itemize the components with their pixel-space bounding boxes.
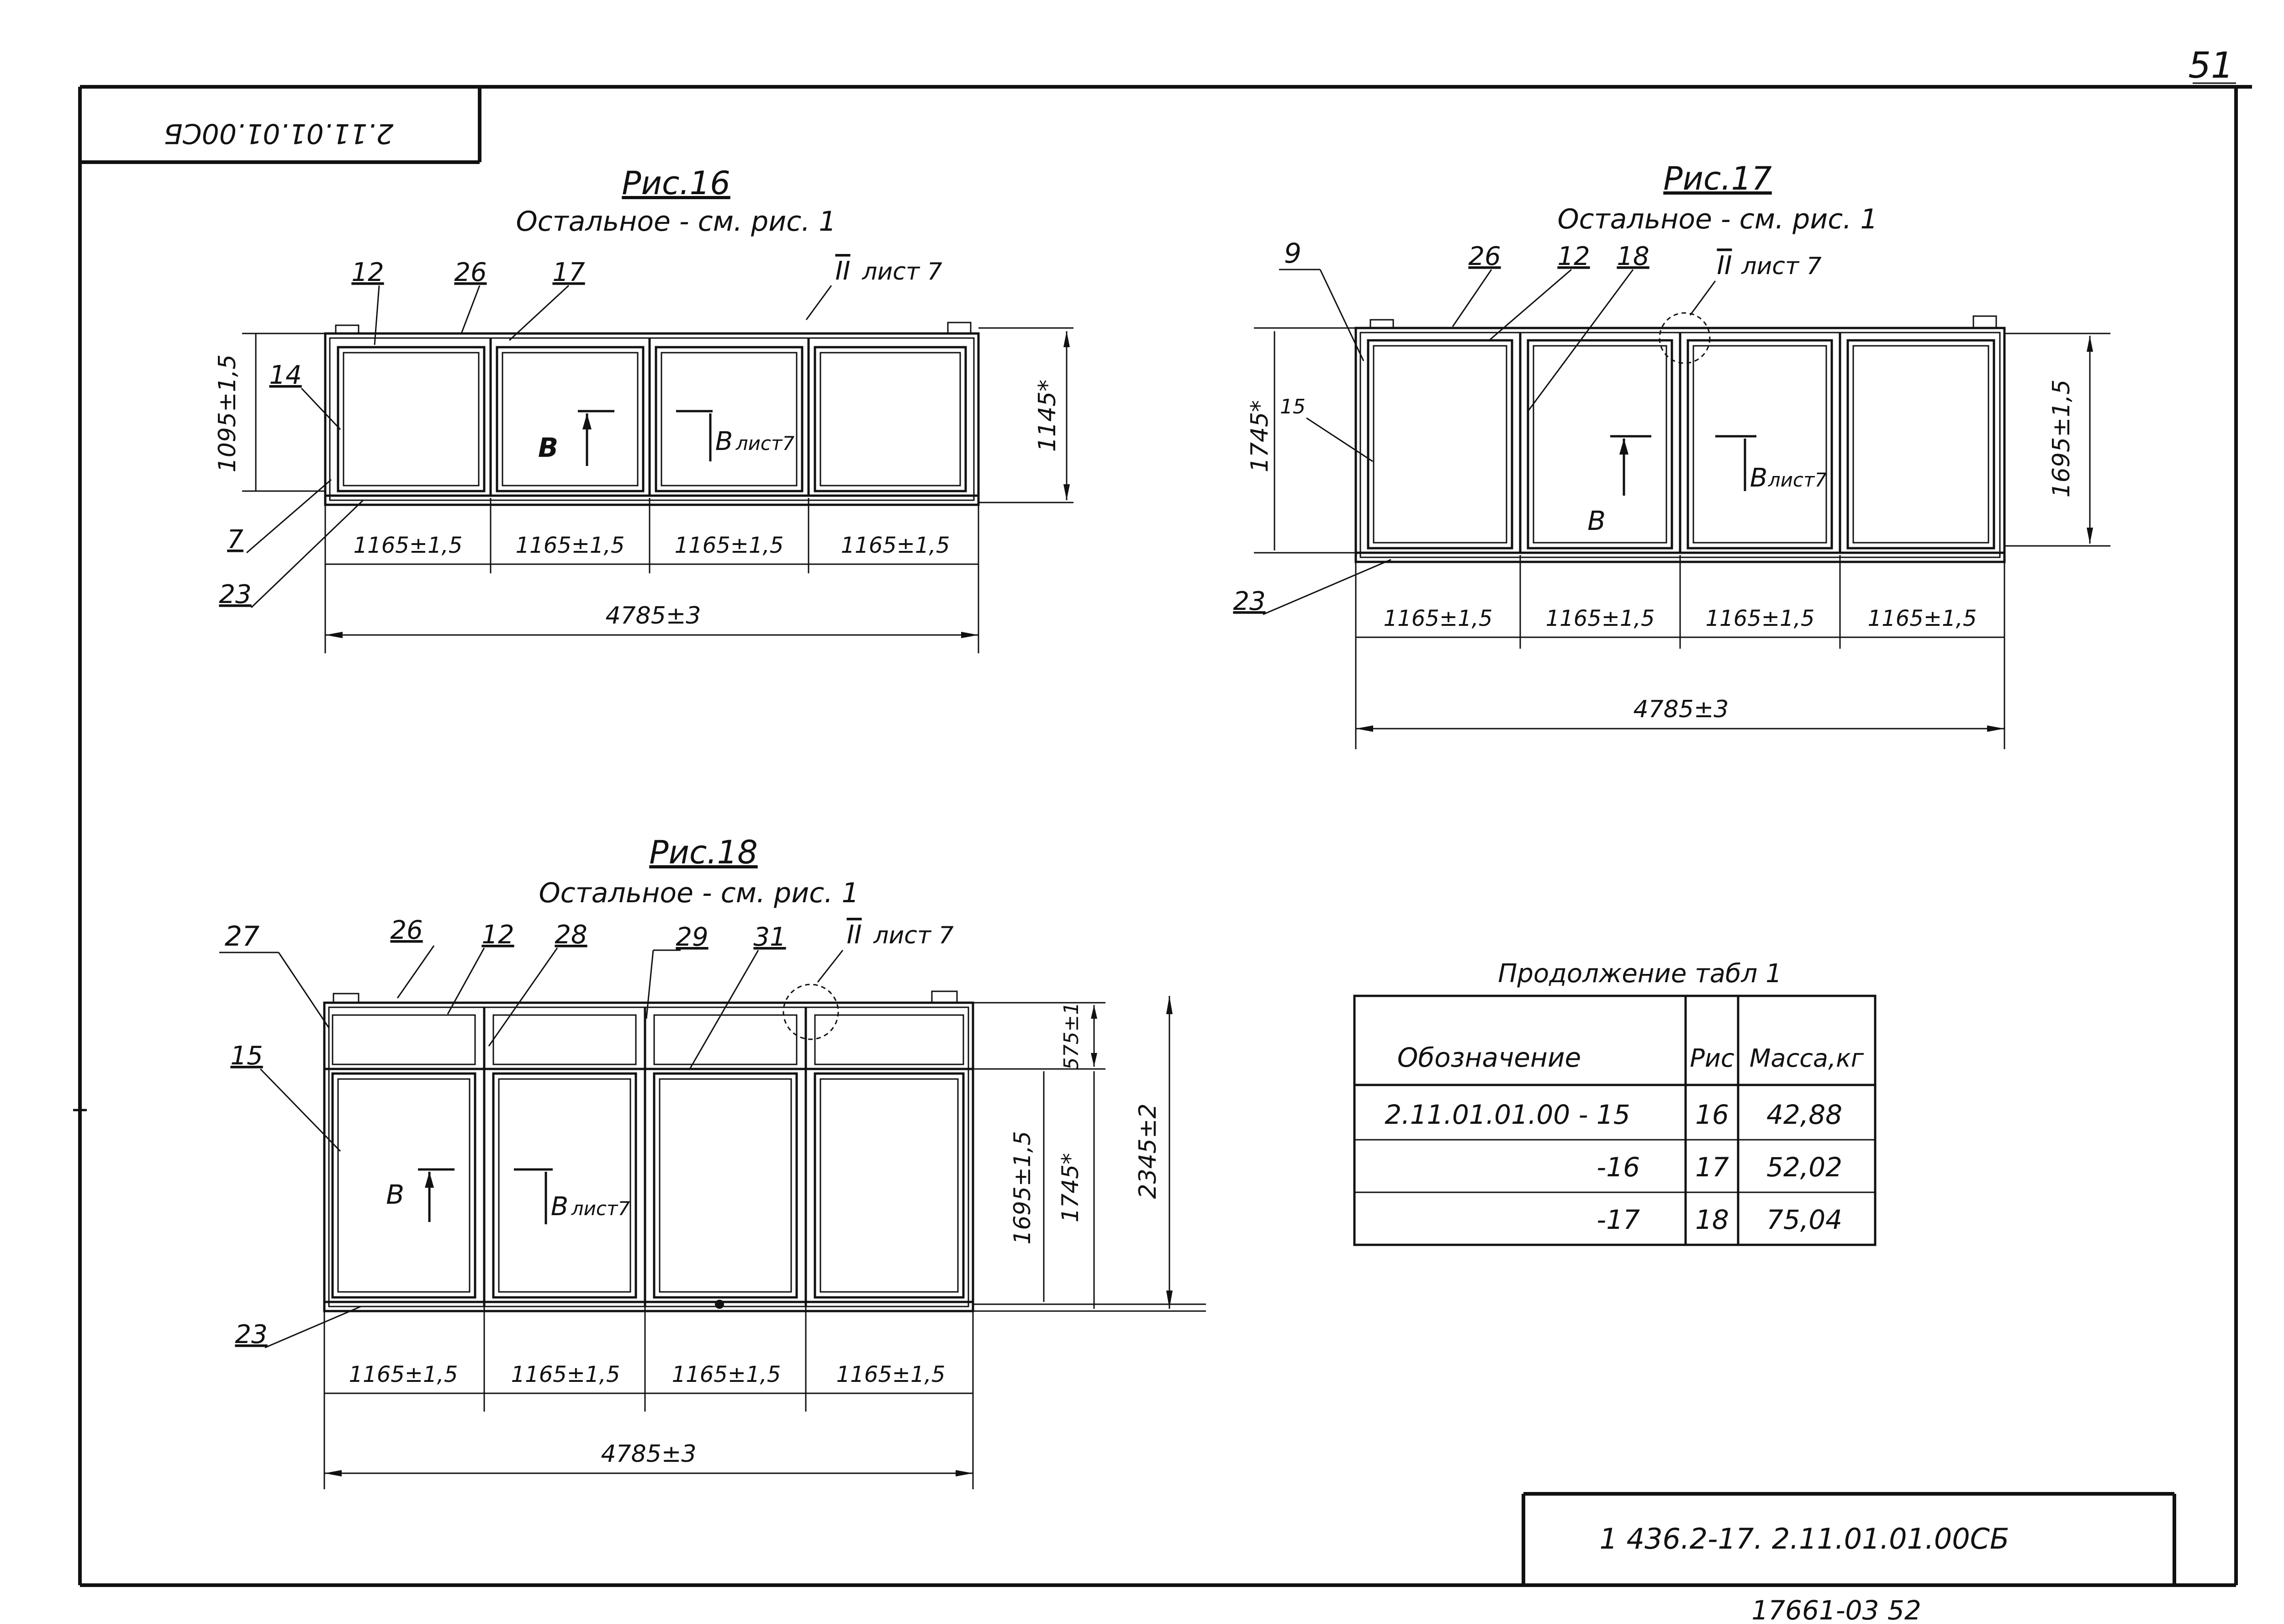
table-row3-designation: -17 <box>1597 1204 1640 1235</box>
fig18-ref-text: лист 7 <box>873 922 954 949</box>
table-caption: Продолжение табл 1 <box>1498 959 1782 989</box>
fig18-dim-panel-4: 1165±1,5 <box>836 1362 946 1387</box>
fig18-section-right: В <box>551 1192 568 1222</box>
fig18-dim-top: 575±1 <box>1060 1002 1083 1070</box>
fig16-dim-height-right: 1145* <box>1034 380 1061 452</box>
fig18-ref-mark: II <box>846 920 862 950</box>
fig18-dim-total: 4785±3 <box>601 1440 697 1468</box>
fig18-dim-panel-1: 1165±1,5 <box>349 1362 458 1387</box>
fig17-section-right: В <box>1750 463 1767 493</box>
fig18-title: Рис.18 <box>649 834 758 871</box>
table-row1-fig: 16 <box>1695 1099 1729 1130</box>
fig16-callout-26: 26 <box>454 258 486 287</box>
fig18-dim-mid-a: 1695±1,5 <box>1009 1131 1036 1245</box>
fig18-callout-27: 27 <box>225 920 259 952</box>
fig17-callout-9: 9 <box>1284 238 1301 270</box>
fig18-callout-28: 28 <box>555 920 587 950</box>
fig18-dim-height-total: 2345±2 <box>1134 1104 1162 1199</box>
fig16-subtitle: Остальное - см. рис. 1 <box>516 206 836 238</box>
stamp-box: 2.11.01.01.00СБ <box>80 87 481 164</box>
fig16-callout-12: 12 <box>351 258 384 287</box>
fig18-subtitle: Остальное - см. рис. 1 <box>539 877 859 909</box>
fig16-section-left: В <box>538 432 558 463</box>
fig17-dim-panel-3: 1165±1,5 <box>1706 606 1815 631</box>
fig16-callout-14: 14 <box>269 360 301 390</box>
fig17-dim-height-left: 1745* <box>1246 400 1274 472</box>
fig17-callout-23: 23 <box>1233 587 1265 616</box>
figure-18: Рис.18 Остальное - см. рис. 1 27 26 12 2… <box>219 834 1206 1489</box>
fig17-dim-height-right: 1695±1,5 <box>2048 380 2075 498</box>
fig18-dim-panel-3: 1165±1,5 <box>672 1362 781 1387</box>
fig16-dim-panel-4: 1165±1,5 <box>841 533 950 558</box>
fig17-dim-total: 4785±3 <box>1634 696 1729 723</box>
fig16-section-right: В <box>715 427 733 456</box>
bottom-note: 17661-03 52 <box>1751 1595 1921 1624</box>
fig18-callout-29: 29 <box>676 922 708 952</box>
table-row3-mass: 75,04 <box>1766 1204 1842 1235</box>
table-row2-mass: 52,02 <box>1766 1152 1842 1183</box>
fig18-callout-23: 23 <box>235 1320 267 1349</box>
title-block: 1 436.2-17. 2.11.01.01.00СБ <box>1522 1492 2176 1585</box>
doc-code: 1 436.2-17. 2.11.01.01.00СБ <box>1599 1522 2009 1555</box>
fig17-callout-15: 15 <box>1280 395 1306 418</box>
fig16-callout-17: 17 <box>552 258 585 287</box>
fig18-section-sheet: лист7 <box>571 1197 630 1220</box>
table-row1-mass: 42,88 <box>1766 1099 1842 1130</box>
figure-16: Рис.16 Остальное - см. рис. 1 12 26 17 1… <box>214 164 1073 653</box>
fig17-ref-mark: II <box>1717 251 1732 280</box>
fig17-subtitle: Остальное - см. рис. 1 <box>1557 203 1877 235</box>
fig16-dim-height-left: 1095±1,5 <box>214 354 241 473</box>
table-row3-fig: 18 <box>1695 1204 1729 1235</box>
fig17-callout-18: 18 <box>1617 242 1649 271</box>
fig16-callout-7: 7 <box>227 525 243 555</box>
fig17-section-left: В <box>1587 505 1606 536</box>
fig16-ref-mark: II <box>835 256 850 286</box>
fig16-dim-panel-2: 1165±1,5 <box>516 533 625 558</box>
fig16-title: Рис.16 <box>622 164 730 202</box>
mass-table: Продолжение табл 1 Обозначение Рис Масса… <box>1353 959 1877 1246</box>
fig17-ref-text: лист 7 <box>1741 253 1822 280</box>
fig18-callout-26: 26 <box>390 915 423 945</box>
fig16-section-sheet: лист7 <box>735 432 795 455</box>
fig16-dim-total: 4785±3 <box>606 602 701 629</box>
fig18-callout-31: 31 <box>753 922 786 952</box>
fig17-title: Рис.17 <box>1663 160 1772 197</box>
fig17-dim-panel-2: 1165±1,5 <box>1546 606 1655 631</box>
figure-17: Рис.17 Остальное - см. рис. 1 9 26 12 18… <box>1233 160 2110 749</box>
fig18-section-left: В <box>386 1179 404 1210</box>
fig17-dim-panel-1: 1165±1,5 <box>1384 606 1493 631</box>
fig18-callout-12: 12 <box>481 920 514 950</box>
stamp-code: 2.11.01.01.00СБ <box>164 117 394 149</box>
fig17-section-sheet: лист7 <box>1768 469 1827 491</box>
fig16-callout-23: 23 <box>219 580 251 609</box>
table-header-fig: Рис <box>1690 1044 1734 1073</box>
fig18-callout-15: 15 <box>230 1041 263 1071</box>
sheet-frame <box>78 85 2252 1587</box>
table-header-designation: Обозначение <box>1397 1042 1581 1073</box>
table-row2-fig: 17 <box>1695 1152 1729 1183</box>
table-header-mass: Масса,кг <box>1750 1044 1864 1073</box>
fig17-callout-26: 26 <box>1468 242 1501 271</box>
table-row2-designation: -16 <box>1597 1152 1640 1183</box>
fig17-callout-12: 12 <box>1557 242 1590 271</box>
fig18-dim-mid-b: 1745* <box>1057 1153 1084 1222</box>
fig18-dim-panel-2: 1165±1,5 <box>511 1362 620 1387</box>
fig16-dim-panel-3: 1165±1,5 <box>675 533 784 558</box>
page-number: 51 <box>2188 45 2233 86</box>
fig17-dim-panel-4: 1165±1,5 <box>1868 606 1977 631</box>
table-row1-designation: 2.11.01.01.00 - 15 <box>1385 1099 1630 1130</box>
fig16-ref-text: лист 7 <box>862 258 942 286</box>
fig16-dim-panel-1: 1165±1,5 <box>354 533 463 558</box>
